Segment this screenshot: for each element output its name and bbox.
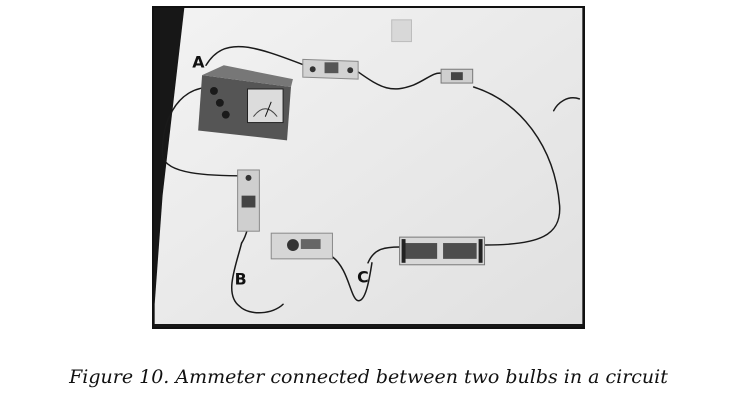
point-label-c: C — [357, 268, 369, 287]
switch-top — [302, 58, 359, 80]
circuit-photo: A B C — [152, 6, 585, 329]
battery-holder — [399, 236, 486, 266]
switch-left — [237, 169, 260, 232]
figure-caption: Figure 10. Ammeter connected between two… — [69, 366, 668, 388]
point-label-a: A — [192, 52, 205, 71]
connector-top-right — [440, 68, 474, 84]
point-label-b: B — [235, 270, 247, 289]
ammeter — [198, 65, 293, 141]
bulb-holder-middle — [270, 232, 333, 260]
